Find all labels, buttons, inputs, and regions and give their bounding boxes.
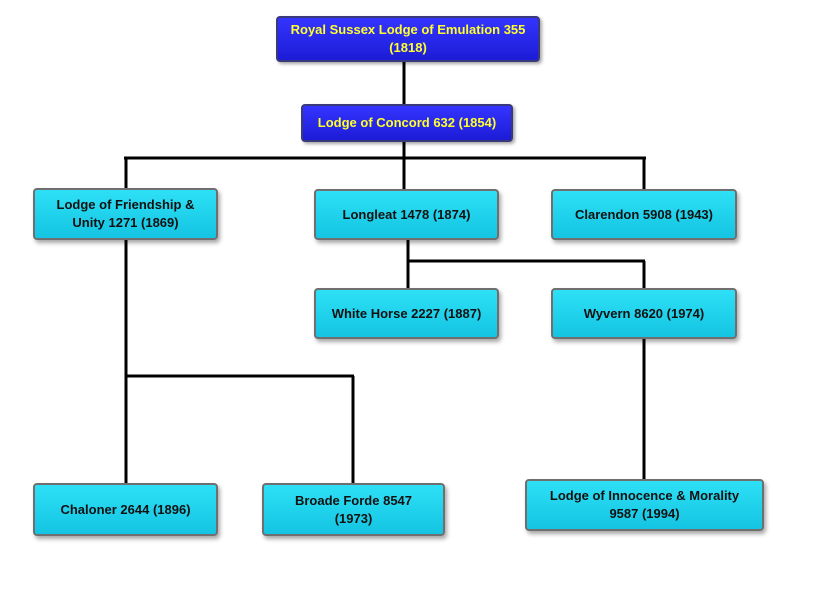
node-wyvern: Wyvern 8620 (1974) (551, 288, 737, 339)
node-clarendon: Clarendon 5908 (1943) (551, 189, 737, 240)
node-broade-forde: Broade Forde 8547 (1973) (262, 483, 445, 536)
node-lodge-of-friendship-unity: Lodge of Friendship & Unity 1271 (1869) (33, 188, 218, 240)
node-lodge-of-concord: Lodge of Concord 632 (1854) (301, 104, 513, 142)
node-chaloner: Chaloner 2644 (1896) (33, 483, 218, 536)
node-lodge-of-innocence-morality: Lodge of Innocence & Morality 9587 (1994… (525, 479, 764, 531)
node-royal-sussex-lodge: Royal Sussex Lodge of Emulation 355 (181… (276, 16, 540, 62)
node-longleat: Longleat 1478 (1874) (314, 189, 499, 240)
node-white-horse: White Horse 2227 (1887) (314, 288, 499, 339)
